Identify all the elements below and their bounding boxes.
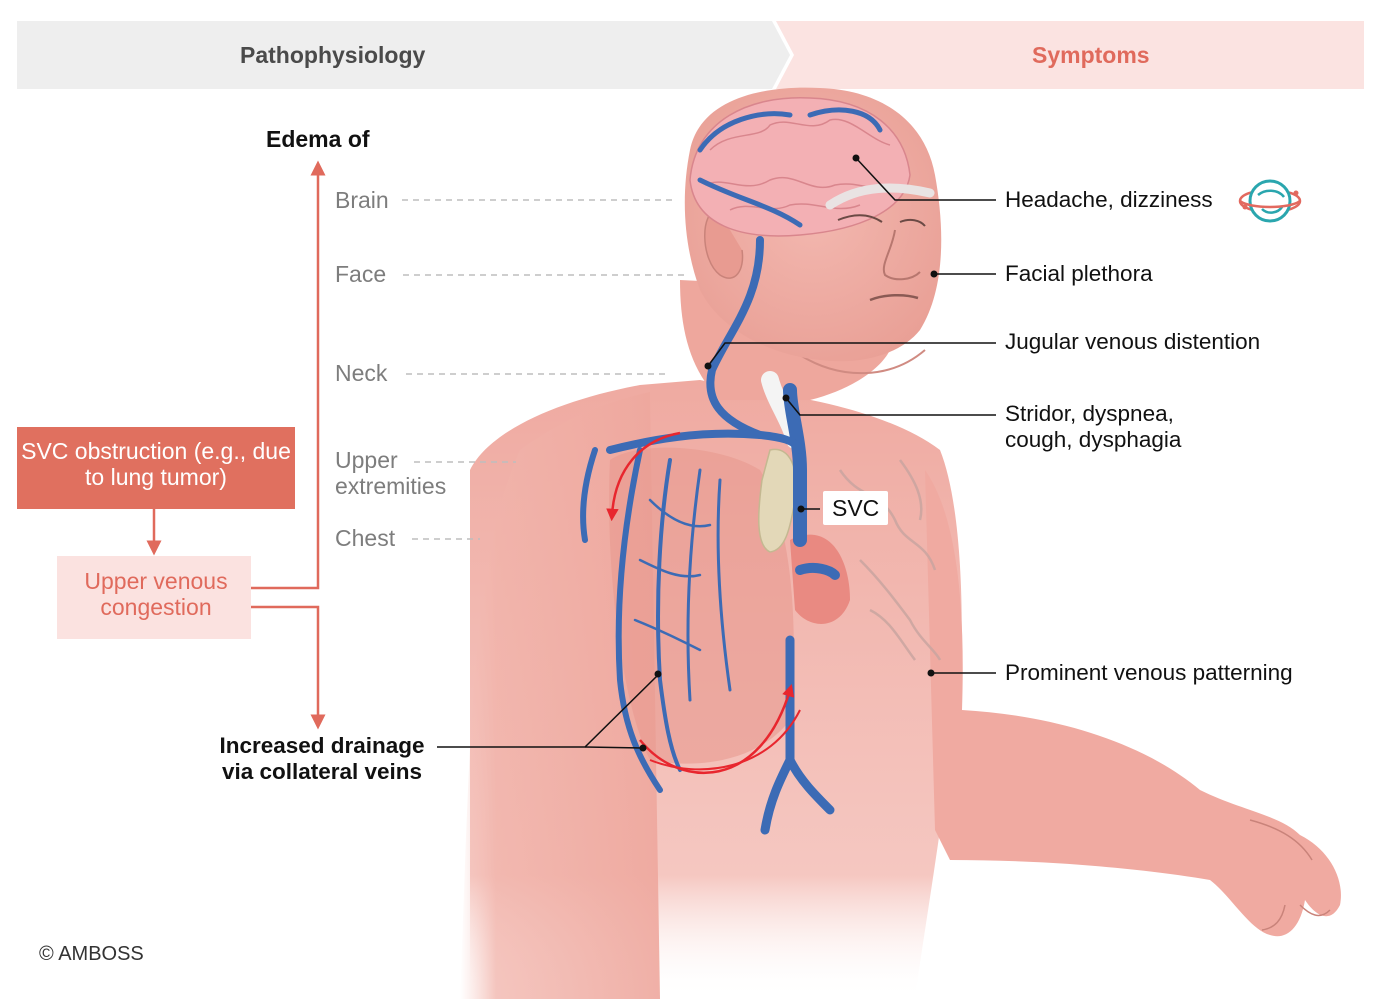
symptom-pointers xyxy=(707,157,996,674)
header-bar xyxy=(17,21,1364,89)
header-right-band xyxy=(776,21,1364,89)
edema-title: Edema of xyxy=(266,126,370,152)
symptom-jvd: Jugular venous distention xyxy=(1005,329,1261,354)
dizzy-head-icon xyxy=(1238,179,1302,223)
patient-illustration xyxy=(460,87,1341,999)
lung xyxy=(609,447,794,764)
edema-face: Face xyxy=(335,261,387,287)
tumor xyxy=(758,448,797,553)
tab-symptoms: Symptoms xyxy=(1032,42,1150,68)
pathophysiology-connectors xyxy=(146,160,326,730)
congestion-box xyxy=(57,556,251,639)
symptom-headache: Headache, dizziness xyxy=(1005,187,1213,212)
drainage-label: Increased drainage via collateral veins xyxy=(219,733,425,784)
edema-neck: Neck xyxy=(335,360,388,386)
symptom-stridor: Stridor, dyspnea, cough, dysphagia xyxy=(1005,401,1182,452)
symptom-venous-patterning: Prominent venous patterning xyxy=(1005,660,1293,685)
header-left-band xyxy=(17,21,790,89)
symptom-facial-plethora: Facial plethora xyxy=(1005,261,1153,286)
cause-box-text: SVC obstruction (e.g., due to lung tumor… xyxy=(21,438,291,491)
edema-brain: Brain xyxy=(335,187,389,213)
tab-pathophysiology: Pathophysiology xyxy=(240,42,426,68)
venous-system xyxy=(580,107,883,835)
congestion-box-text: Upper venous congestion xyxy=(84,568,228,621)
cause-box xyxy=(17,427,295,509)
copyright: © AMBOSS xyxy=(39,943,144,965)
edema-chest: Chest xyxy=(335,525,396,551)
edema-guides xyxy=(402,199,684,540)
edema-upper-extremities: Upper extremities xyxy=(335,447,447,500)
right-arm xyxy=(925,470,1341,937)
svc-label: SVC xyxy=(823,491,889,526)
